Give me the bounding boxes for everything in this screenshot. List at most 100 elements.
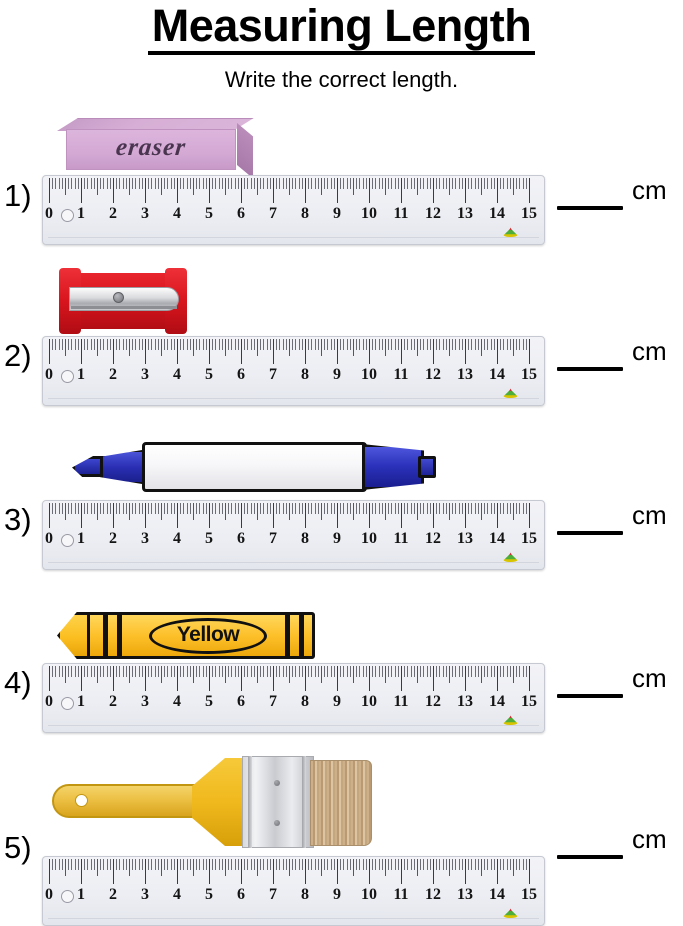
ruler-tick-major xyxy=(177,178,178,203)
ruler-tick-minor xyxy=(253,178,255,189)
answer-blank-3[interactable] xyxy=(557,531,623,535)
ruler-tick-minor xyxy=(413,178,415,189)
ruler-tick-major xyxy=(465,503,466,528)
ruler-tick-minor xyxy=(260,339,262,350)
ruler-tick-minor xyxy=(362,503,364,514)
ruler-tick-minor xyxy=(279,339,281,350)
ruler-tick-minor xyxy=(394,859,396,870)
ruler-tick-minor xyxy=(244,503,246,514)
ruler-tick-label: 9 xyxy=(333,886,341,903)
ruler-tick-minor xyxy=(509,503,511,514)
ruler-tick-minor xyxy=(228,178,230,189)
ruler-tick-minor xyxy=(388,178,390,189)
ruler-tick-minor xyxy=(519,859,521,870)
answer-blank-5[interactable] xyxy=(557,855,623,859)
ruler-tick-minor xyxy=(234,503,236,514)
ruler-logo-icon xyxy=(503,712,518,725)
ruler-tick-major xyxy=(369,859,370,884)
ruler-tick-minor xyxy=(189,178,191,189)
ruler-tick-minor xyxy=(429,859,431,870)
ruler-tick-major xyxy=(49,339,50,364)
ruler-tick-minor xyxy=(311,859,313,870)
ruler-tick-major xyxy=(529,178,530,203)
ruler-tick-minor xyxy=(276,339,278,350)
ruler-tick-minor xyxy=(173,339,175,350)
ruler-tick-minor xyxy=(413,666,415,677)
ruler-tick-major xyxy=(401,666,402,691)
ruler-logo-icon xyxy=(503,385,518,398)
ruler-tick-half xyxy=(481,503,482,520)
ruler-tick-minor xyxy=(404,859,406,870)
ruler-tick-major xyxy=(497,859,498,884)
ruler-tick-minor xyxy=(471,178,473,189)
ruler-tick-minor xyxy=(458,339,460,350)
ruler-tick-minor xyxy=(317,178,319,189)
ruler-tick-minor xyxy=(228,503,230,514)
ruler-tick-minor xyxy=(58,666,60,677)
ruler-tick-major xyxy=(465,339,466,364)
ruler-tick-minor xyxy=(170,503,172,514)
ruler-tick-minor xyxy=(218,666,220,677)
ruler-tick-minor xyxy=(516,503,518,514)
ruler-tick-minor xyxy=(74,859,76,870)
ruler-tick-label: 10 xyxy=(361,886,377,903)
ruler-tick-minor xyxy=(474,503,476,514)
ruler-tick-minor xyxy=(202,178,204,189)
ruler-tick-minor xyxy=(148,178,150,189)
ruler-tick-minor xyxy=(285,859,287,870)
ruler-tick-minor xyxy=(93,339,95,350)
ruler-tick-half xyxy=(65,178,66,195)
ruler-tick-minor xyxy=(522,859,524,870)
ruler-tick-label: 10 xyxy=(361,693,377,710)
marker-shoulder xyxy=(100,449,148,485)
ruler-tick-minor xyxy=(394,666,396,677)
ruler-tick-minor xyxy=(103,178,105,189)
ruler-tick-label: 14 xyxy=(489,693,505,710)
ruler-tick-minor xyxy=(135,339,137,350)
ruler-tick-minor xyxy=(442,178,444,189)
ruler-tick-half xyxy=(321,178,322,195)
ruler-tick-major xyxy=(81,503,82,528)
ruler-tick-minor xyxy=(458,503,460,514)
ruler-tick-label: 14 xyxy=(489,366,505,383)
ruler-tick-minor xyxy=(301,503,303,514)
ruler-tick-minor xyxy=(426,859,428,870)
ruler-tick-minor xyxy=(180,859,182,870)
ruler-tick-minor xyxy=(439,339,441,350)
ruler-tick-minor xyxy=(106,666,108,677)
ruler-logo-icon xyxy=(503,549,518,562)
ruler-tick-minor xyxy=(487,859,489,870)
ruler-tick-half xyxy=(193,666,194,683)
ruler-tick-minor xyxy=(461,178,463,189)
ruler-tick-minor xyxy=(477,503,479,514)
ruler-tick-minor xyxy=(205,178,207,189)
problem-number-3: 3) xyxy=(4,502,32,537)
ruler-tick-minor xyxy=(397,503,399,514)
ruler-tick-minor xyxy=(522,339,524,350)
ruler-tick-minor xyxy=(407,859,409,870)
ruler-tick-minor xyxy=(477,178,479,189)
ruler-tick-minor xyxy=(199,339,201,350)
ruler-tick-minor xyxy=(519,178,521,189)
ruler-tick-minor xyxy=(474,178,476,189)
ruler-tick-half xyxy=(385,503,386,520)
ruler-tick-major xyxy=(209,859,210,884)
ruler-tick-major xyxy=(273,859,274,884)
ruler-tick-minor xyxy=(381,666,383,677)
answer-blank-2[interactable] xyxy=(557,367,623,371)
ruler-tick-minor xyxy=(295,666,297,677)
ruler-tick-major xyxy=(273,666,274,691)
answer-blank-4[interactable] xyxy=(557,694,623,698)
ruler-tick-minor xyxy=(135,178,137,189)
ruler-tick-label: 0 xyxy=(45,530,53,547)
ruler-tick-minor xyxy=(490,503,492,514)
ruler-tick-minor xyxy=(58,339,60,350)
ruler-tick-minor xyxy=(452,859,454,870)
ruler-tick-minor xyxy=(266,339,268,350)
ruler-tick-minor xyxy=(173,503,175,514)
ruler-tick-minor xyxy=(135,666,137,677)
ruler-tick-minor xyxy=(90,503,92,514)
answer-blank-1[interactable] xyxy=(557,206,623,210)
ruler-tick-label: 7 xyxy=(269,886,277,903)
